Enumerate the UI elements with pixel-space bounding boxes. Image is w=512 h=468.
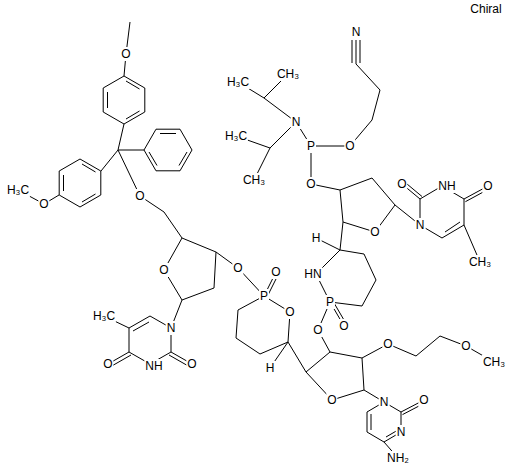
atom-label: CH₃ <box>242 173 266 187</box>
atom-label: P <box>259 289 269 303</box>
atom-label: N <box>166 321 177 335</box>
anisyl-ring <box>59 159 101 207</box>
atom-label: P <box>325 295 335 309</box>
atom-label: N <box>291 115 302 129</box>
atom-label: H <box>265 361 276 375</box>
atom-label: N <box>415 218 426 232</box>
atom-label: N <box>351 25 362 39</box>
atom-label: CH₃ <box>276 67 300 81</box>
atom-label: N <box>396 425 407 439</box>
single-bonds <box>18 22 494 458</box>
atom-label: O <box>418 393 429 407</box>
atom-label: O <box>120 47 131 61</box>
atom-label: O <box>284 305 295 319</box>
atom-label: NH₂ <box>386 451 410 465</box>
atom-label: O <box>158 263 169 277</box>
aromatic-rings <box>59 76 192 207</box>
atom-label: O <box>232 261 243 275</box>
atom-label: H₃C <box>226 75 250 89</box>
atom-label: O <box>482 179 493 193</box>
atom-label: O <box>369 225 380 239</box>
atom-label: H₃C <box>224 129 248 143</box>
atom-label: H <box>311 231 322 245</box>
atom-label: O <box>102 357 113 371</box>
atom-label: HN <box>303 267 322 281</box>
atom-label: NH <box>437 179 456 193</box>
atom-label: O <box>270 265 281 279</box>
atom-label: H₃C <box>92 309 116 323</box>
atom-label: O <box>460 339 471 353</box>
atom-label: O <box>312 323 323 337</box>
atom-label: CH₃ <box>468 255 492 269</box>
atom-label: NH <box>144 359 163 373</box>
atom-label: O <box>305 177 316 191</box>
triple-bond <box>352 40 360 64</box>
chiral-flag: Chiral <box>469 2 502 16</box>
atom-label: O <box>186 357 197 371</box>
atom-label: N <box>379 395 390 409</box>
atom-label: O <box>134 189 145 203</box>
atom-label: H₃C <box>6 183 30 197</box>
atom-label: CH₃ <box>482 355 506 369</box>
phenyl-ring <box>144 129 192 171</box>
anisyl-ring <box>103 76 145 124</box>
atom-label: O <box>344 139 355 153</box>
atom-label: O <box>38 197 49 211</box>
atom-label: O <box>338 319 349 333</box>
atom-label: P <box>306 139 316 153</box>
atom-label: O <box>396 177 407 191</box>
atom-label: O <box>326 393 337 407</box>
atom-label: O <box>382 337 393 351</box>
double-bonds <box>110 182 489 438</box>
